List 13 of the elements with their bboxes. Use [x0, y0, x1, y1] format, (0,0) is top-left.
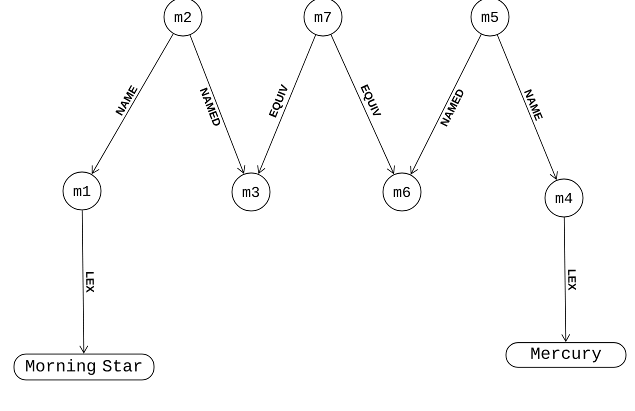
arrow — [561, 217, 570, 342]
terminal-box: Morning Star — [14, 354, 154, 380]
edge-label: LEX — [86, 272, 94, 293]
arrow — [410, 34, 482, 175]
terminal-box: Mercury — [506, 342, 626, 368]
edge-label: EQUIV — [268, 84, 288, 118]
arrow — [257, 34, 316, 174]
arrow — [190, 34, 246, 174]
edge-label: LEX — [568, 270, 576, 290]
arrow — [496, 34, 558, 180]
arrow — [330, 34, 395, 174]
arrow — [92, 33, 174, 174]
arrow — [79, 210, 88, 354]
